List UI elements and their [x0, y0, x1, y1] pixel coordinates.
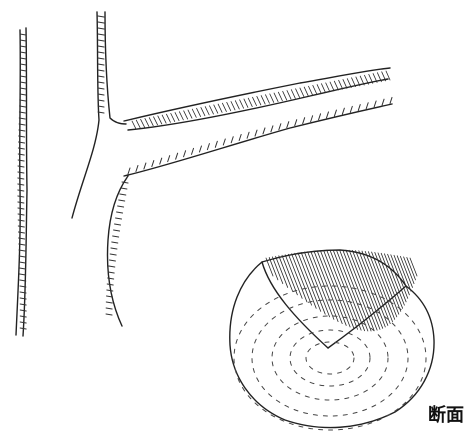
branch-limb — [124, 68, 392, 176]
main-trunk — [72, 12, 128, 326]
cross-section-diagram — [230, 250, 434, 430]
cross-section-label: 断面 — [428, 407, 464, 425]
left-trunk — [16, 28, 27, 336]
